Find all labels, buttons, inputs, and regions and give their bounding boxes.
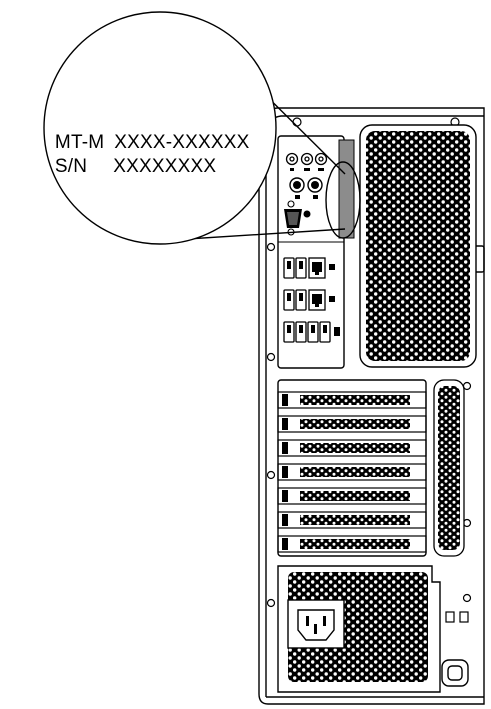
- usb-port-icon: [283, 257, 331, 343]
- callout-magnifier: [43, 11, 361, 245]
- expansion-slot-bay: [277, 379, 427, 557]
- audio-jack-icon: [285, 152, 328, 166]
- ventilation-grille-side: [433, 379, 465, 557]
- power-connector-icon: [287, 599, 345, 649]
- ps2-port-icon: [289, 177, 323, 199]
- audio-jack-labels: [290, 168, 324, 171]
- security-lock-icon: [441, 659, 469, 687]
- ventilation-grille-upper: [359, 124, 477, 368]
- io-panel: [277, 135, 355, 369]
- ethernet-port-icon: [308, 257, 335, 311]
- padlock-loops: [445, 611, 469, 623]
- serial-port-icon: [284, 200, 311, 236]
- usb-port-inner: [287, 261, 340, 336]
